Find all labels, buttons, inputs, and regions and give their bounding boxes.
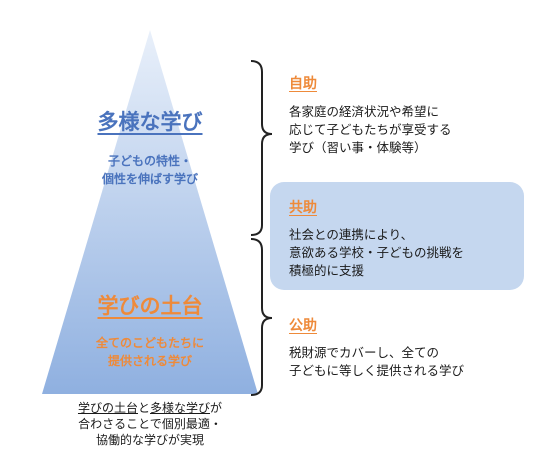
kojo-line: 子どもに等しく提供される学び [289,363,465,378]
bracket-jijo [250,60,273,236]
pyramid-triangle [42,30,258,394]
jijo-line: 応じて子どもたちが享受する [289,122,452,137]
kyojo-line: 意欲ある学校・子どもの挑戦を [289,245,465,260]
base-desc-line: 提供される学び [107,354,192,368]
kyojo-line: 積極的に支援 [289,263,365,278]
caption-line-3: 協働的な学びが実現 [95,433,204,447]
upper-desc-line: 子どもの特性・ [107,154,192,168]
upper-desc-line: 個性を伸ばす学び [101,172,198,186]
caption-line-1: 学びの土台と多様な学びが [30,400,270,416]
kojo-line: 税財源でカバーし、全ての [289,345,440,360]
pyramid-caption: 学びの土台と多様な学びが 合わさることで個別最適・ 協働的な学びが実現 [30,400,270,448]
jijo-title: 自助 [289,76,317,92]
kyojo-line: 社会との連携により、 [289,227,414,242]
upper-layer-title: 多様な学び [97,110,203,134]
jijo-line: 各家庭の経済状況や希望に [289,104,440,119]
caption-particle: が [210,401,223,415]
base-layer-description: 全てのこどもたちに 提供される学び [60,334,240,370]
caption-term-base: 学びの土台 [77,401,138,415]
base-desc-line: 全てのこどもたちに [95,336,204,350]
bracket-kojo [250,238,273,396]
caption-line-2: 合わさることで個別最適・ [78,417,222,431]
kojo-title: 公助 [289,318,317,334]
upper-layer-description: 子どもの特性・ 個性を伸ばす学び [70,152,230,188]
jijo-line: 学び（習い事・体験等） [289,140,427,155]
kyojo-description: 社会との連携により、 意欲ある学校・子どもの挑戦を 積極的に支援 [289,226,519,280]
jijo-description: 各家庭の経済状況や希望に 応じて子どもたちが享受する 学び（習い事・体験等） [289,103,519,157]
caption-conj: と [137,401,150,415]
base-layer-title: 学びの土台 [97,294,203,318]
kyojo-title: 共助 [289,200,317,216]
caption-term-upper: 多様な学び [150,401,211,415]
kojo-description: 税財源でカバーし、全ての 子どもに等しく提供される学び [289,344,519,380]
kyojo-highlight-box [270,182,524,290]
